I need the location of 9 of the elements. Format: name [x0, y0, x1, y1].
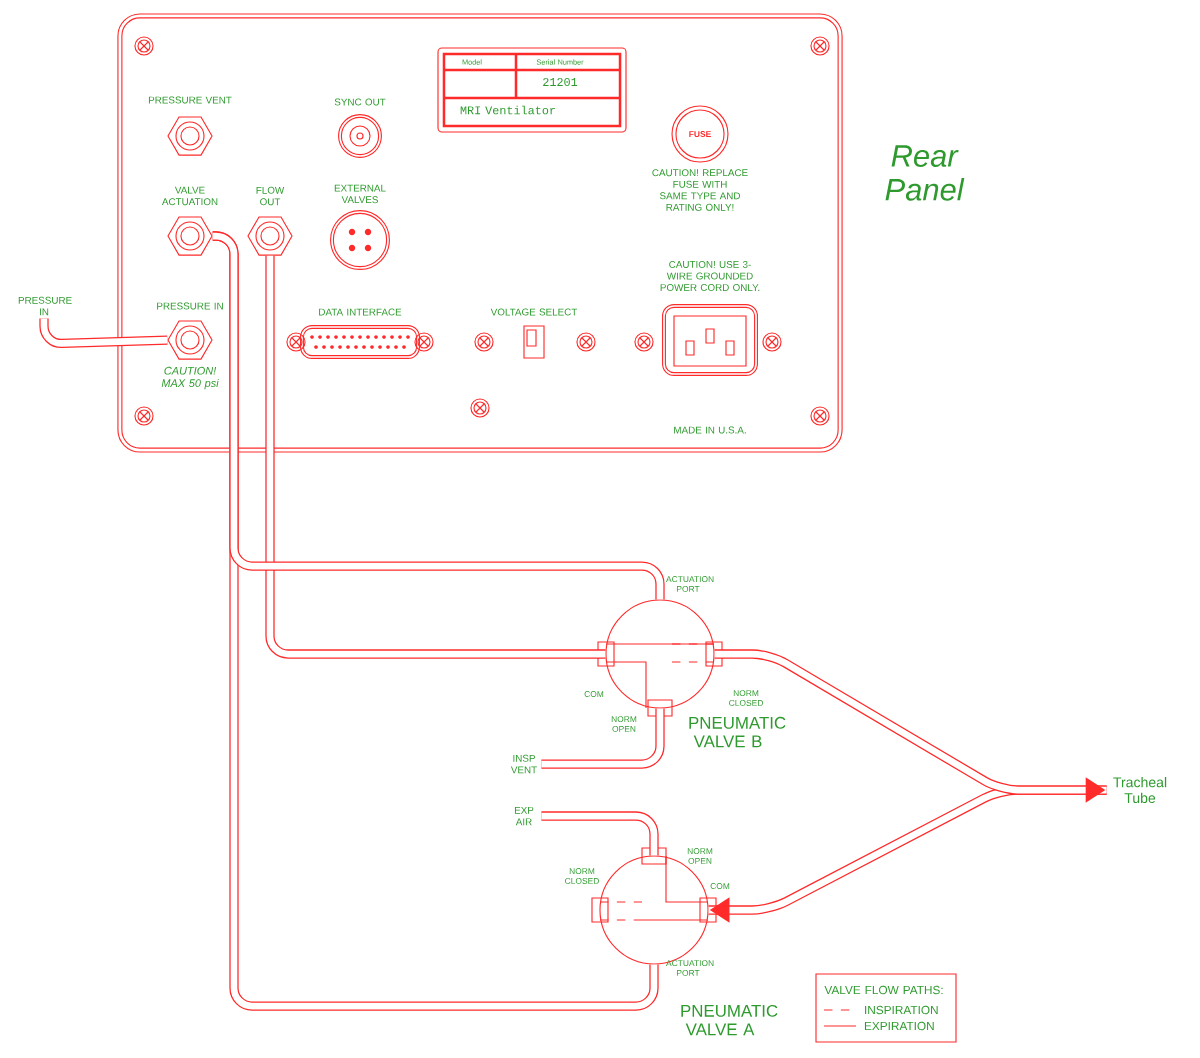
- tube: [714, 649, 1107, 803]
- tube: [541, 811, 659, 856]
- tube: [39, 318, 168, 349]
- tube: [211, 231, 665, 600]
- tube: [265, 255, 606, 659]
- tube: [541, 708, 665, 769]
- node-label: PNEUMATIC VALVE B: [689, 716, 786, 748]
- node-label: PNEUMATIC VALVE A: [681, 1004, 778, 1036]
- node-label: Rear Panel: [885, 145, 965, 201]
